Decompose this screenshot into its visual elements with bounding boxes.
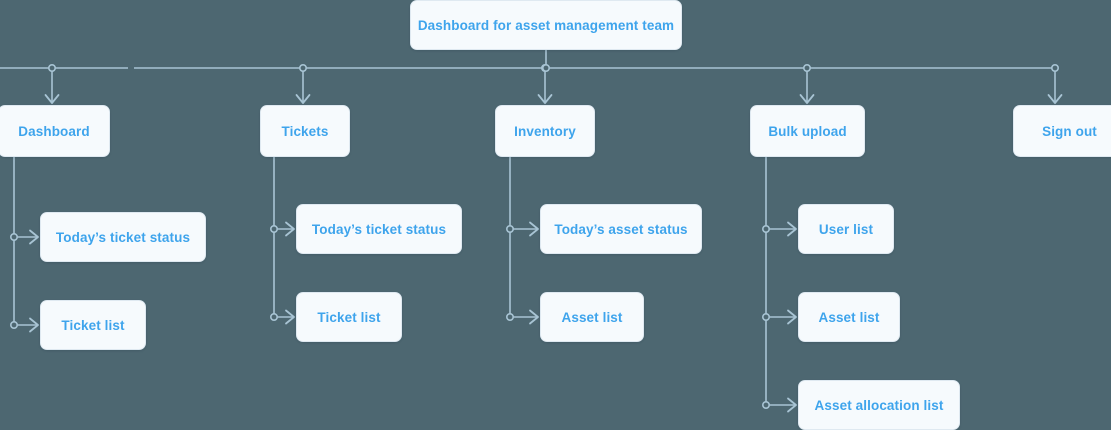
branch-dot-inventory bbox=[540, 64, 549, 73]
node-bulk-upload-user-list[interactable]: User list bbox=[798, 204, 894, 254]
arrow-right-dashboard-ticket-list bbox=[29, 317, 39, 333]
root-node-dashboard-for-asset-management-team[interactable]: Dashboard for asset management team bbox=[410, 0, 682, 50]
node-bulk-upload-asset-allocation-list[interactable]: Asset allocation list bbox=[798, 380, 960, 430]
node-inventory[interactable]: Inventory bbox=[495, 105, 595, 157]
node-dashboard[interactable]: Dashboard bbox=[0, 105, 110, 157]
child-dot-inventory-todays-asset-status bbox=[505, 225, 514, 234]
node-dashboard-ticket-list-label: Ticket list bbox=[61, 317, 125, 333]
root-bus-dot bbox=[541, 64, 550, 73]
node-dashboard-label: Dashboard bbox=[18, 123, 90, 139]
node-tickets-ticket-list-label: Ticket list bbox=[317, 309, 381, 325]
child-dot-inventory-asset-list bbox=[505, 312, 514, 321]
arrow-down-dashboard bbox=[44, 94, 60, 104]
node-bulk-upload-asset-list-label: Asset list bbox=[818, 309, 880, 325]
node-tickets[interactable]: Tickets bbox=[260, 105, 350, 157]
branch-dot-tickets bbox=[298, 64, 307, 73]
node-inventory-label: Inventory bbox=[514, 123, 576, 139]
arrow-down-inventory bbox=[537, 94, 553, 104]
node-tickets-todays-ticket-status-label: Today’s ticket status bbox=[311, 221, 447, 237]
arrow-right-bulk-upload-user-list bbox=[787, 221, 797, 237]
node-bulk-upload-label: Bulk upload bbox=[768, 123, 847, 139]
node-inventory-asset-list-label: Asset list bbox=[561, 309, 623, 325]
node-bulk-upload-asset-list[interactable]: Asset list bbox=[798, 292, 900, 342]
branch-dot-bulk-upload bbox=[802, 64, 811, 73]
child-dot-dashboard-todays-ticket-status bbox=[10, 233, 19, 242]
arrow-down-bulk-upload bbox=[799, 94, 815, 104]
arrow-right-bulk-upload-asset-allocation-list bbox=[787, 397, 797, 413]
arrow-right-bulk-upload-asset-list bbox=[787, 309, 797, 325]
node-bulk-upload[interactable]: Bulk upload bbox=[750, 105, 865, 157]
arrow-right-tickets-todays-ticket-status bbox=[285, 221, 295, 237]
arrow-down-tickets bbox=[295, 94, 311, 104]
node-bulk-upload-user-list-label: User list bbox=[818, 221, 874, 237]
root-node-dashboard-for-asset-management-team-label: Dashboard for asset management team bbox=[417, 17, 675, 33]
node-dashboard-todays-ticket-status[interactable]: Today’s ticket status bbox=[40, 212, 206, 262]
child-dot-tickets-todays-ticket-status bbox=[269, 225, 278, 234]
child-dot-bulk-upload-user-list bbox=[761, 225, 770, 234]
node-inventory-asset-list[interactable]: Asset list bbox=[540, 292, 644, 342]
arrow-right-inventory-todays-asset-status bbox=[529, 221, 539, 237]
node-dashboard-todays-ticket-status-label: Today’s ticket status bbox=[55, 229, 191, 245]
child-dot-dashboard-ticket-list bbox=[10, 320, 19, 329]
arrow-right-tickets-ticket-list bbox=[285, 309, 295, 325]
node-dashboard-ticket-list[interactable]: Ticket list bbox=[40, 300, 146, 350]
arrow-right-inventory-asset-list bbox=[529, 309, 539, 325]
branch-dot-sign-out bbox=[1051, 64, 1060, 73]
child-dot-tickets-ticket-list bbox=[269, 312, 278, 321]
arrow-down-sign-out bbox=[1047, 94, 1063, 104]
node-tickets-todays-ticket-status[interactable]: Today’s ticket status bbox=[296, 204, 462, 254]
node-tickets-label: Tickets bbox=[281, 123, 329, 139]
node-inventory-todays-asset-status-label: Today’s asset status bbox=[554, 221, 688, 237]
node-sign-out[interactable]: Sign out bbox=[1013, 105, 1111, 157]
child-dot-bulk-upload-asset-allocation-list bbox=[761, 400, 770, 409]
child-dot-bulk-upload-asset-list bbox=[761, 312, 770, 321]
node-tickets-ticket-list[interactable]: Ticket list bbox=[296, 292, 402, 342]
branch-dot-dashboard bbox=[47, 64, 56, 73]
node-sign-out-label: Sign out bbox=[1042, 123, 1097, 139]
node-bulk-upload-asset-allocation-list-label: Asset allocation list bbox=[814, 397, 944, 413]
node-inventory-todays-asset-status[interactable]: Today’s asset status bbox=[540, 204, 702, 254]
arrow-right-dashboard-todays-ticket-status bbox=[29, 229, 39, 245]
